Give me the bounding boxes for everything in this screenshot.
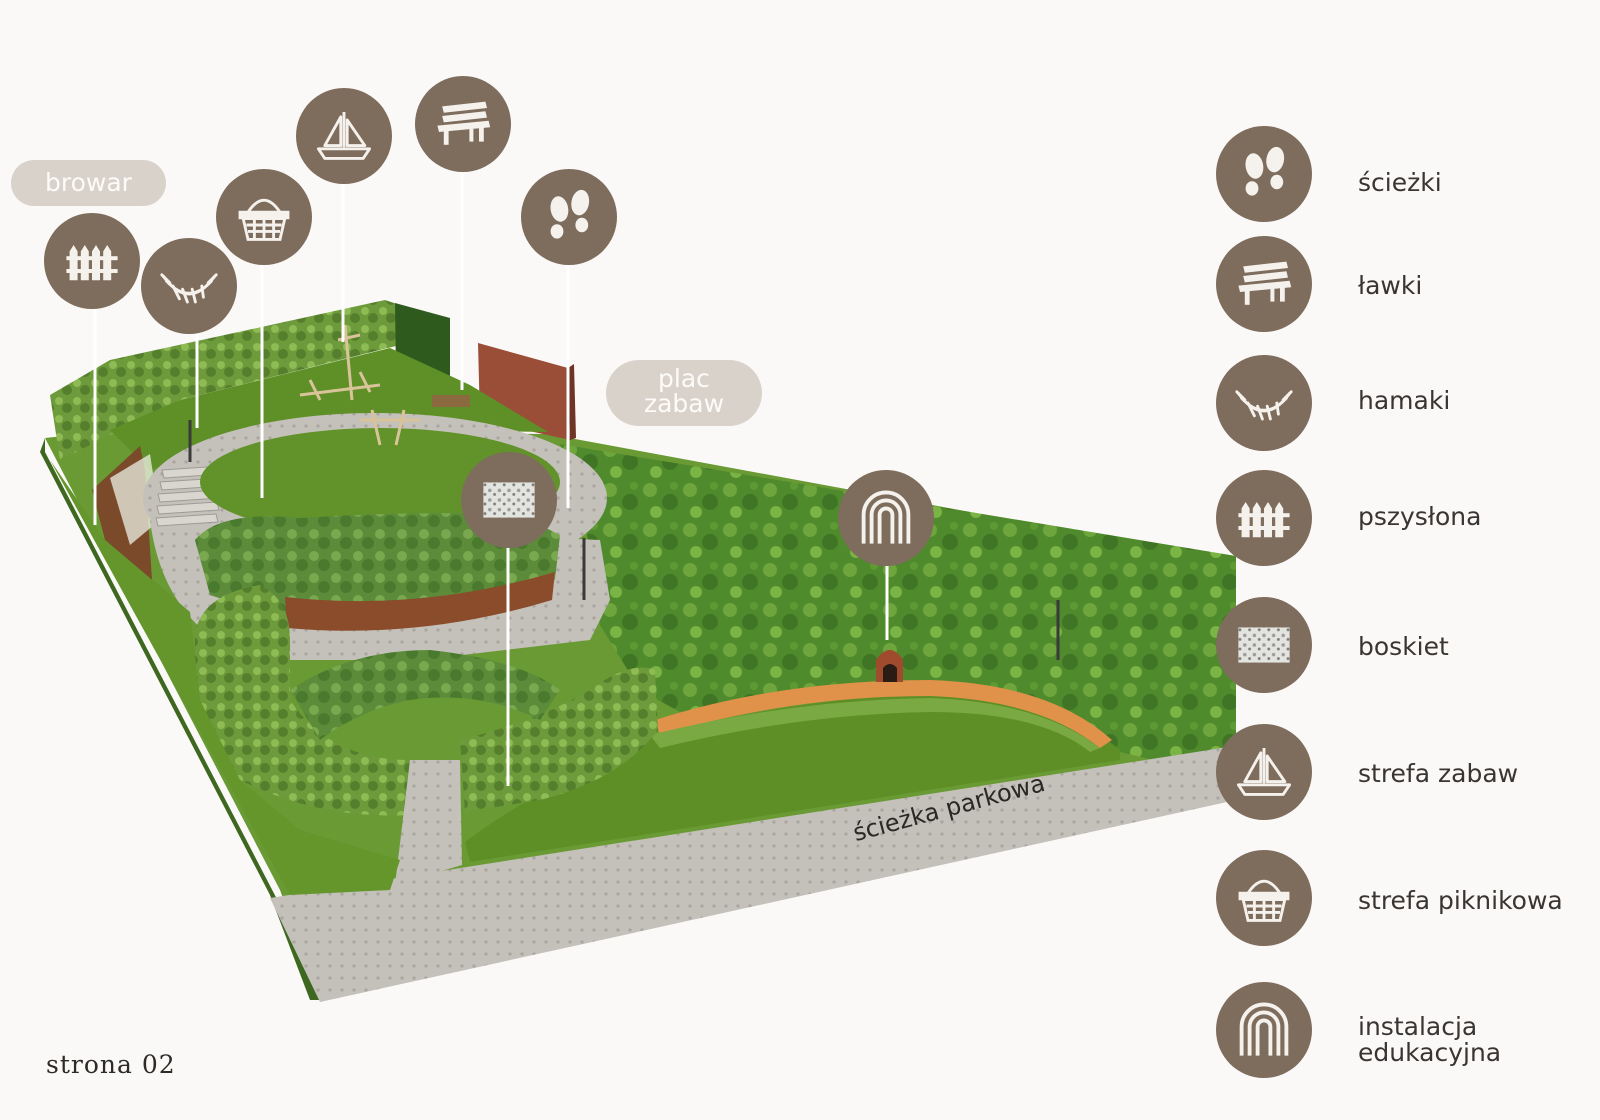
meadow-area (560, 444, 1236, 780)
legend-badge-hedge (1216, 597, 1312, 693)
page-footer: strona 02 (46, 1050, 176, 1079)
hedge-icon (1238, 627, 1290, 663)
legend-label-lawki: ławki (1358, 271, 1423, 300)
legend-badge-arch (1216, 982, 1312, 1078)
pin-hammock[interactable] (141, 238, 237, 334)
legend-label-strefa-zabaw: strefa zabaw (1358, 759, 1519, 788)
legend-label-strefa-piknikowa: strefa piknikowa (1358, 886, 1563, 915)
area-label-browar: browar (11, 160, 166, 206)
legend-badge-footprints (1216, 126, 1312, 222)
pin-sailboat[interactable] (296, 88, 392, 184)
legend-label-boskiet: boskiet (1358, 632, 1449, 661)
legend-badge-bench (1216, 236, 1312, 332)
pin-picnic-basket[interactable] (216, 169, 312, 265)
area-label-plac-zabaw: plac zabaw (606, 360, 762, 426)
legend-badge-fence (1216, 470, 1312, 566)
pin-hedge[interactable] (461, 452, 557, 548)
pin-lines (93, 170, 889, 786)
park-path (270, 746, 1236, 1002)
legend-badges (1216, 126, 1312, 1078)
legend-label-hamaki: hamaki (1358, 386, 1451, 415)
play-equipment (299, 324, 420, 446)
legend-label-instalacja-edukacyjna: instalacja edukacyjna (1358, 1012, 1502, 1067)
lamp-posts (188, 420, 1060, 660)
pin-bench[interactable] (415, 76, 511, 172)
map-pins (44, 76, 934, 566)
pin-fence[interactable] (44, 213, 140, 309)
boskiet-bed (195, 513, 560, 631)
grass-border (655, 680, 1112, 748)
front-lawn (465, 694, 1120, 862)
legend-badge-picnic-basket (1216, 850, 1312, 946)
legend-label-pszyslona: pszysłona (1358, 502, 1482, 531)
pin-footprints[interactable] (521, 169, 617, 265)
legend-label-sciezki: ścieżki (1358, 168, 1442, 197)
pin-arch[interactable] (838, 470, 934, 566)
bench-object (432, 395, 470, 407)
small-shelter (876, 650, 903, 682)
legend-badge-sailboat (1216, 724, 1312, 820)
legend-badge-hammock (1216, 355, 1312, 451)
